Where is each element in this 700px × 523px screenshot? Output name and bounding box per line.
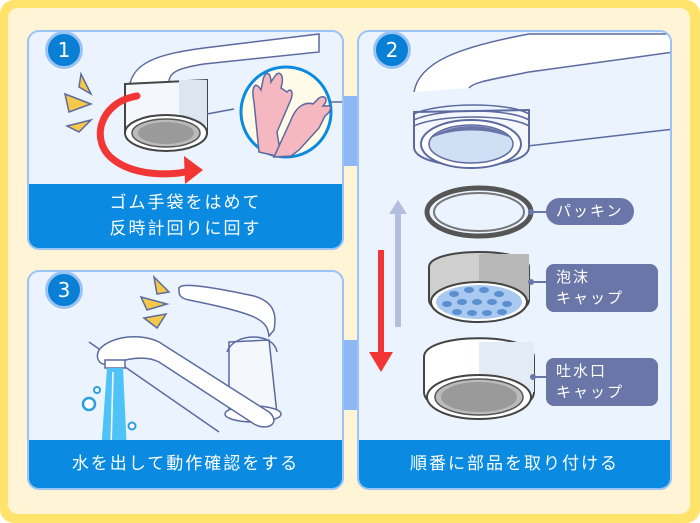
faucet-aerator-icon — [124, 78, 208, 152]
step-3-badge: 3 — [45, 272, 83, 309]
sparkle-icon — [139, 274, 171, 330]
gasket-icon — [424, 185, 534, 239]
step-1-panel: 1 ゴム手袋をはめて 反時計回りに回す — [27, 30, 344, 250]
step-1-badge: 1 — [45, 32, 83, 69]
rubber-gloves-icon — [239, 65, 333, 159]
faucet-spout-icon — [413, 33, 670, 169]
sparkle-icon — [63, 71, 94, 133]
part-label-outlet-cap: 吐水口 キャップ — [546, 358, 658, 406]
step-2-badge: 2 — [373, 32, 411, 69]
step-1-caption-line-1: ゴム手袋をはめて — [109, 193, 262, 213]
step-2-caption: 順番に部品を取り付ける — [359, 440, 670, 488]
step-2-panel: 2 パッキン 泡沫 キャップ 吐水口 キャップ 順番に部品を取り付ける — [357, 30, 672, 490]
faucet-aerator-illustration — [63, 33, 342, 184]
kitchen-faucet-illustration — [81, 274, 282, 452]
step-1-caption: ゴム手袋をはめて 反時計回りに回す — [29, 184, 342, 248]
rotate-counterclockwise-arrow-icon — [96, 92, 198, 178]
foam-cap-icon — [428, 251, 530, 323]
outlet-cap-icon — [423, 337, 535, 420]
step-1-caption-line-2: 反時計回りに回す — [109, 219, 262, 239]
part-label-foam-cap: 泡沫 キャップ — [546, 264, 658, 312]
part-label-gasket: パッキン — [546, 198, 634, 225]
assembly-direction-arrow-icon — [369, 200, 407, 372]
kitchen-faucet-icon — [88, 284, 282, 433]
step-3-caption: 水を出して動作確認をする — [29, 440, 342, 488]
parts-assembly-illustration — [369, 33, 670, 420]
step-3-panel: 3 水を出して動作確認をする — [27, 270, 344, 490]
water-stream-icon — [81, 368, 137, 452]
